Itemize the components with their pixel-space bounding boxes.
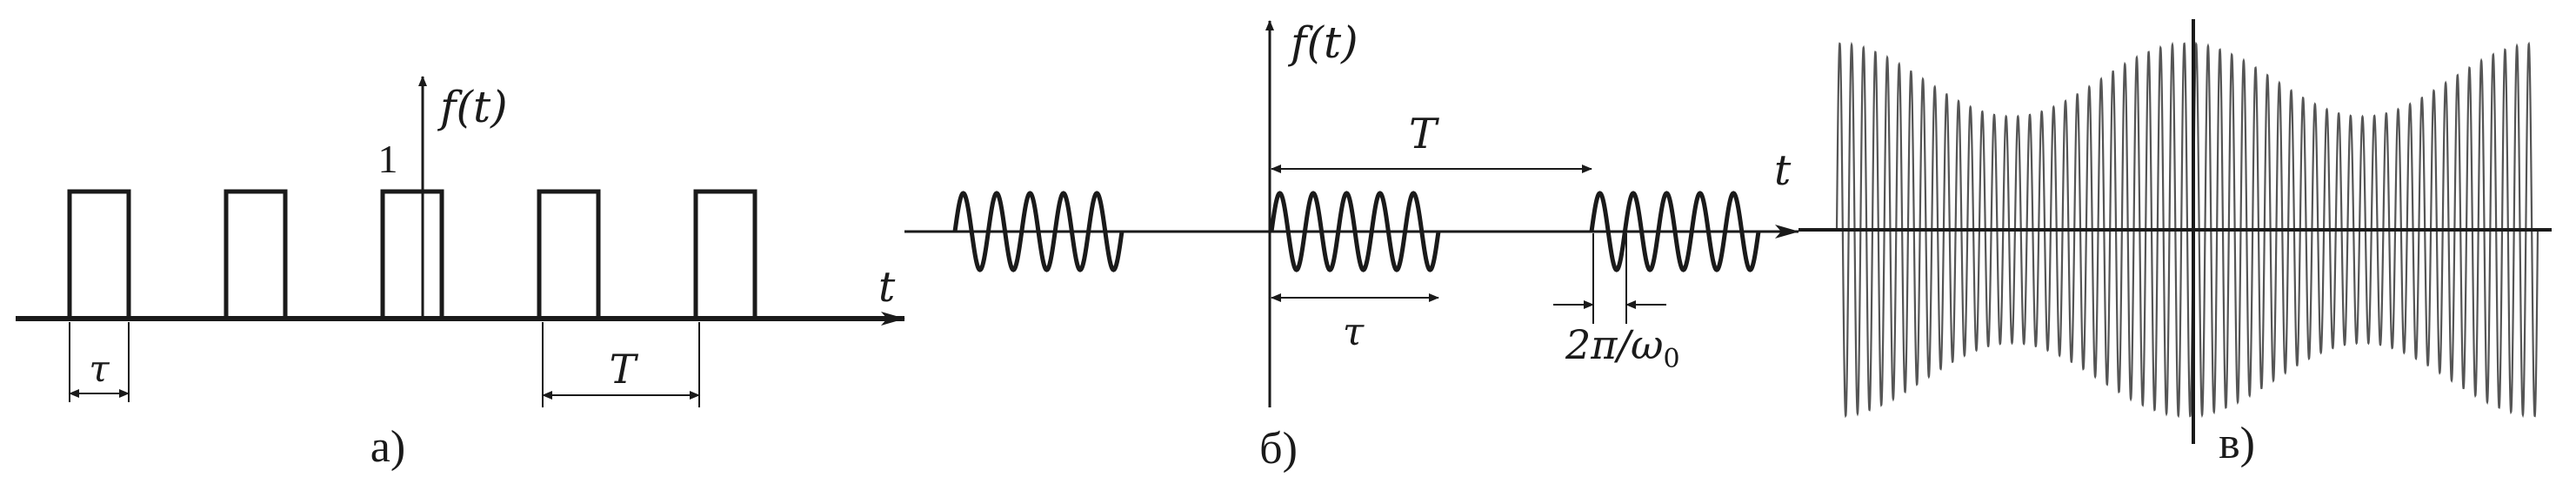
- panel-b-burst-train: [952, 191, 1761, 272]
- panel-b-caption: б): [1259, 424, 1298, 474]
- pulse: [67, 189, 131, 319]
- pulse: [693, 189, 757, 319]
- burst: [952, 191, 1124, 272]
- panel-a-t-label: t: [878, 263, 896, 312]
- pulse: [224, 189, 288, 319]
- panel-a-rectangular-pulses: τ T f(t) 1 t а): [16, 76, 905, 472]
- panel-a-pulse-train: [67, 189, 757, 319]
- panel-b-T-label: T: [1409, 110, 1439, 158]
- panel-b-carrier-label-sub: 0: [1664, 344, 1680, 374]
- panel-c-caption: в): [2219, 419, 2255, 468]
- burst: [1269, 191, 1441, 272]
- panel-b-t-label: t: [1774, 146, 1792, 195]
- panel-b-f-label: f(t): [1287, 17, 1358, 68]
- panel-a-tau-label: τ: [89, 347, 110, 390]
- panel-c-modulated-wave: в): [1799, 19, 2552, 468]
- pulse: [380, 189, 444, 319]
- panel-b-radio-pulses: T τ 2π/ω0 f(t) t б): [904, 17, 1799, 474]
- panel-b-carrier-label-main: 2π/ω: [1565, 321, 1664, 368]
- panel-a-T-label: T: [610, 346, 639, 393]
- panel-b-tau-label: τ: [1343, 310, 1365, 354]
- panel-a-caption: а): [370, 422, 405, 472]
- panel-b-carrier-label: 2π/ω0: [1565, 321, 1680, 374]
- burst: [1589, 191, 1761, 272]
- pulse: [537, 189, 601, 319]
- panel-a-f-label: f(t): [437, 82, 508, 132]
- panel-a-level-label: 1: [378, 137, 398, 181]
